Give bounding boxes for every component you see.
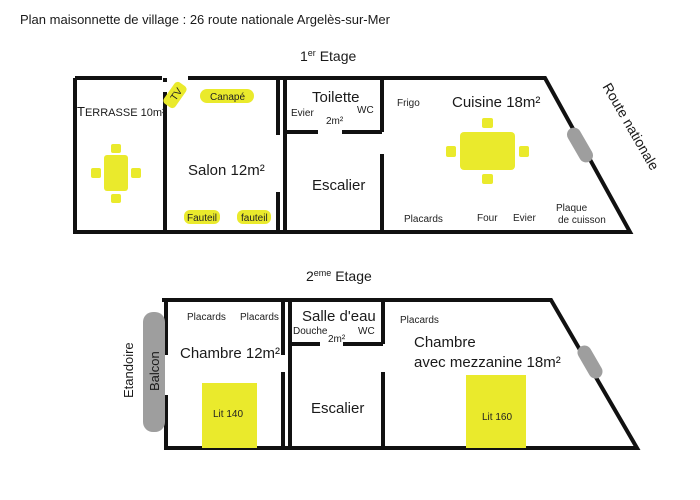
evier-kitchen-label: Evier bbox=[513, 213, 536, 224]
chambre2-label-2: avec mezzanine 18m² bbox=[414, 354, 561, 371]
floor1-walls bbox=[73, 76, 634, 234]
bed-140 bbox=[202, 383, 257, 448]
route-label: Route nationale bbox=[600, 80, 663, 173]
etandoire-label: Etandoire bbox=[121, 342, 136, 398]
floor1-label: 1er Etage bbox=[300, 48, 357, 64]
salon-label: Salon 12m² bbox=[188, 162, 265, 179]
placards-3-label: Placards bbox=[400, 315, 439, 326]
fauteuil-right-label: fauteil bbox=[241, 213, 268, 224]
placards-kitchen-label: Placards bbox=[404, 214, 443, 225]
plan-title: Plan maisonnette de village : 26 route n… bbox=[20, 12, 391, 27]
balcon bbox=[143, 312, 165, 432]
placards-2-label: Placards bbox=[240, 312, 279, 323]
chambre1-label: Chambre 12m² bbox=[180, 345, 280, 362]
canape-label: Canapé bbox=[210, 92, 245, 103]
placards-1-label: Placards bbox=[187, 312, 226, 323]
escalier1-label: Escalier bbox=[312, 177, 365, 194]
plaque-label-1: Plaque bbox=[556, 203, 588, 214]
balcon-label: Balcon bbox=[147, 351, 162, 391]
kitchen-table bbox=[446, 118, 529, 184]
bed-140-label: Lit 140 bbox=[213, 409, 243, 420]
terrasse-table bbox=[91, 144, 141, 203]
bed-160 bbox=[466, 375, 526, 448]
canape bbox=[200, 89, 254, 103]
toilette-wc-label: WC bbox=[357, 105, 374, 116]
fauteuil-right bbox=[237, 210, 271, 224]
salle-eau-label: Salle d'eau bbox=[302, 308, 376, 325]
cuisine-label: Cuisine 18m² bbox=[452, 94, 540, 111]
toilette-label: Toilette bbox=[312, 89, 360, 106]
chambre2-label-1: Chambre bbox=[414, 334, 476, 351]
window-floor2 bbox=[577, 345, 603, 379]
bed-160-label: Lit 160 bbox=[482, 412, 512, 423]
toilette-evier-label: Evier bbox=[291, 108, 314, 119]
terrasse-label: TERRASSE 10m² bbox=[77, 104, 166, 119]
frigo-label: Frigo bbox=[397, 98, 420, 109]
toilette-area: 2m² bbox=[326, 116, 344, 127]
fauteuil-left-label: Fauteil bbox=[187, 213, 217, 224]
salle-wc-label: WC bbox=[358, 326, 375, 337]
douche-label: Douche bbox=[293, 326, 328, 337]
four-label: Four bbox=[477, 213, 498, 224]
plaque-label-2: de cuisson bbox=[558, 215, 606, 226]
fauteuil-left bbox=[184, 210, 220, 224]
salle-area: 2m² bbox=[328, 334, 346, 345]
floor2-label: 2eme Etage bbox=[306, 268, 372, 284]
escalier2-label: Escalier bbox=[311, 400, 364, 417]
window-floor1 bbox=[567, 127, 593, 163]
